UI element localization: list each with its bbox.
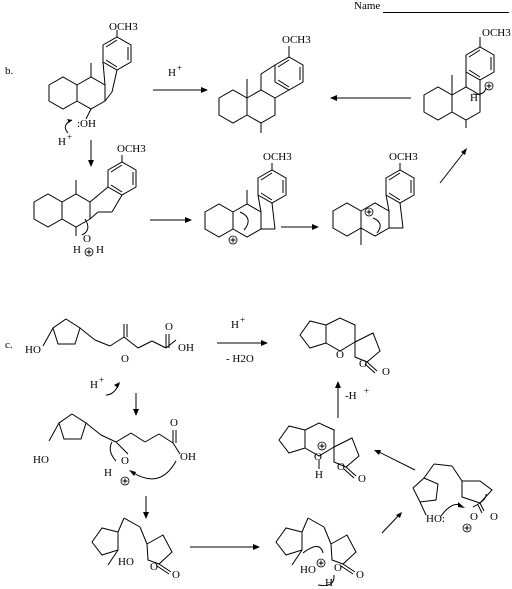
c1-ketone-o: O bbox=[121, 353, 129, 365]
part-b-label: b. bbox=[5, 65, 14, 77]
c3-acid-oh: OH bbox=[180, 451, 196, 463]
c4-carbonyl-o: O bbox=[172, 569, 180, 581]
b3-ome: OCH3 bbox=[482, 27, 511, 39]
c1-ho: HO bbox=[25, 344, 41, 356]
c5-lactone-o: O bbox=[334, 562, 342, 574]
c4-lactone-o: O bbox=[150, 561, 158, 573]
c-reagent-water: - H2O bbox=[226, 353, 254, 365]
c-spiroketal-product bbox=[299, 317, 381, 374]
c2-carbonyl-o: O bbox=[382, 366, 390, 378]
c-reagent-plus: + bbox=[240, 315, 246, 325]
part-c-label: c. bbox=[5, 339, 13, 351]
b4-o: O bbox=[83, 233, 91, 245]
b4-ome: OCH3 bbox=[117, 143, 146, 155]
b1-h-plus-sign: + bbox=[67, 132, 73, 142]
c1-acid-oh: OH bbox=[178, 342, 194, 354]
b-cation-secondary bbox=[204, 163, 287, 245]
c1-h-plus: H bbox=[90, 379, 98, 391]
b2-ome: OCH3 bbox=[282, 34, 311, 46]
b-cation-shifted bbox=[332, 163, 415, 245]
c2-ring-o: O bbox=[336, 349, 344, 361]
c-arrow-to-spiroketal-h bbox=[376, 450, 416, 471]
c-keto-acid bbox=[42, 318, 177, 396]
c5-carbonyl-o: O bbox=[356, 569, 364, 581]
c-protonated-ketone bbox=[48, 413, 181, 486]
b-start-alcohol bbox=[48, 30, 132, 134]
c-protonated-spiroketal bbox=[278, 422, 360, 479]
c7-lactone-o: O bbox=[337, 461, 345, 473]
c7-h: H bbox=[315, 469, 323, 481]
b1-h-plus: H bbox=[58, 136, 66, 148]
c7-carbonyl-o: O bbox=[358, 473, 366, 485]
c1-acid-o: O bbox=[165, 321, 173, 333]
c4-ho: HO bbox=[118, 556, 134, 568]
c7-o: O bbox=[314, 451, 322, 463]
b-reagent-h: H bbox=[168, 67, 176, 79]
b-arrow-up bbox=[439, 150, 466, 184]
c3-h: H bbox=[104, 467, 112, 479]
b-product-steroid bbox=[218, 46, 304, 133]
b4-h-left: H bbox=[73, 244, 81, 256]
c-arrow-to-oxocarbenium bbox=[381, 513, 401, 534]
c3-ketone-o: O bbox=[121, 455, 129, 467]
b6-ome: OCH3 bbox=[389, 151, 418, 163]
c2-lactone-o: O bbox=[359, 358, 367, 370]
c3-acid-o: O bbox=[170, 417, 178, 429]
c-hemiketal bbox=[91, 517, 173, 575]
c5-ho: HO bbox=[300, 564, 316, 576]
name-blank-line[interactable] bbox=[383, 12, 509, 13]
b4-h-right: H bbox=[96, 244, 104, 256]
c-oxocarbenium bbox=[412, 463, 493, 533]
name-label: Name bbox=[354, 0, 381, 12]
c6-ring-o: O bbox=[470, 511, 478, 523]
b-cation-intermediate bbox=[423, 37, 495, 128]
c3-ho: HO bbox=[33, 454, 49, 466]
c-minus-h-plus: -H bbox=[345, 390, 357, 402]
c6-carbonyl-o: O bbox=[490, 511, 498, 523]
c6-ho: HO: bbox=[426, 513, 445, 525]
c-protonated-hemiketal bbox=[275, 517, 357, 586]
b3-h: H bbox=[470, 92, 478, 104]
b5-ome: OCH3 bbox=[263, 151, 292, 163]
b1-ome: OCH3 bbox=[109, 21, 138, 33]
c-reagent-h: H bbox=[231, 319, 239, 331]
c5-h-dash: H bbox=[325, 577, 333, 589]
b-oxonium bbox=[33, 155, 137, 257]
c1-h-plus-sign: + bbox=[99, 375, 105, 385]
b1-oh: :OH bbox=[77, 118, 96, 130]
c-minus-h-plus-sign: + bbox=[364, 386, 370, 396]
b-reagent-plus: + bbox=[177, 63, 183, 73]
